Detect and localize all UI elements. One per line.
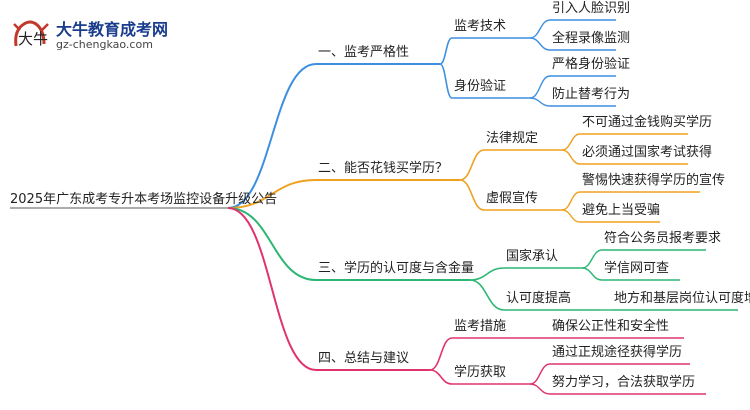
leaf-label: 学信网可查 <box>604 261 670 276</box>
leaf-connector <box>529 37 551 51</box>
leaf-connector <box>561 133 581 151</box>
leaf-connector <box>529 19 551 39</box>
brand-site: gz-chengkao.com <box>56 38 153 51</box>
sub-connector <box>459 149 485 181</box>
sub-topic-label: 监考技术 <box>454 19 507 34</box>
sub-topic-label: 学历获取 <box>454 365 507 380</box>
sub-connector <box>439 63 453 99</box>
root-topic: 2025年广东成考专升本考场监控设备升级公告 <box>10 192 278 207</box>
sub-topic-label: 国家承认 <box>506 249 559 264</box>
leaf-connector <box>529 363 551 385</box>
leaf-connector <box>561 191 581 211</box>
sub-topic-label: 法律规定 <box>486 131 539 146</box>
sub-connector <box>429 369 453 385</box>
sub-connector <box>469 279 505 311</box>
leaf-label: 全程录像监测 <box>552 31 631 46</box>
leaf-connector <box>561 209 581 223</box>
leaf-connector <box>529 97 551 107</box>
leaf-connector <box>529 383 551 395</box>
branch-label: 四、总结与建议 <box>318 351 410 366</box>
sub-topic-label: 虚假宣传 <box>486 191 539 206</box>
sub-topic-label: 身份验证 <box>454 79 507 94</box>
leaf-label: 避免上当受骗 <box>582 203 661 218</box>
branch-connector <box>227 63 317 209</box>
sub-topic-label: 监考措施 <box>454 319 507 334</box>
leaf-label: 符合公务员报考要求 <box>604 231 722 246</box>
leaf-label: 不可通过金钱购买学历 <box>582 115 713 130</box>
branch-label: 一、监考严格性 <box>318 45 410 60</box>
bull-logo-icon: 大牛 <box>13 20 49 48</box>
leaf-label: 防止替考行为 <box>552 87 631 102</box>
brand-name: 大牛教育成考网 <box>56 20 169 39</box>
leaf-label: 引入人脸识别 <box>552 1 631 16</box>
leaf-label: 严格身份验证 <box>552 57 631 72</box>
brand-logo: 大牛 大牛教育成考网 gz-chengkao.com <box>10 14 170 56</box>
branch-connector <box>227 207 317 371</box>
leaf-label: 必须通过国家考试获得 <box>582 145 713 160</box>
leaf-label: 努力学习，合法获取学历 <box>552 375 696 390</box>
sub-connector <box>429 337 453 371</box>
leaf-label: 地方和基层岗位认可度增加 <box>614 291 750 306</box>
sub-topic-label: 认可度提高 <box>506 291 572 306</box>
leaf-label: 确保公正性和安全性 <box>552 319 670 334</box>
sub-connector <box>469 267 505 281</box>
leaf-connector <box>581 249 603 269</box>
svg-text:大牛: 大牛 <box>18 30 48 48</box>
branch-connector <box>227 179 317 209</box>
leaf-label: 警惕快速获得学历的宣传 <box>582 173 726 188</box>
sub-connector <box>459 179 485 211</box>
leaf-connector <box>529 75 551 99</box>
leaf-connector <box>581 267 603 281</box>
leaf-label: 通过正规途径获得学历 <box>552 345 683 360</box>
branch-label: 二、能否花钱买学历？ <box>318 161 449 176</box>
branch-connector <box>227 207 317 281</box>
branch-label: 三、学历的认可度与含金量 <box>318 261 475 276</box>
sub-connector <box>439 37 453 65</box>
leaf-connector <box>561 149 581 165</box>
